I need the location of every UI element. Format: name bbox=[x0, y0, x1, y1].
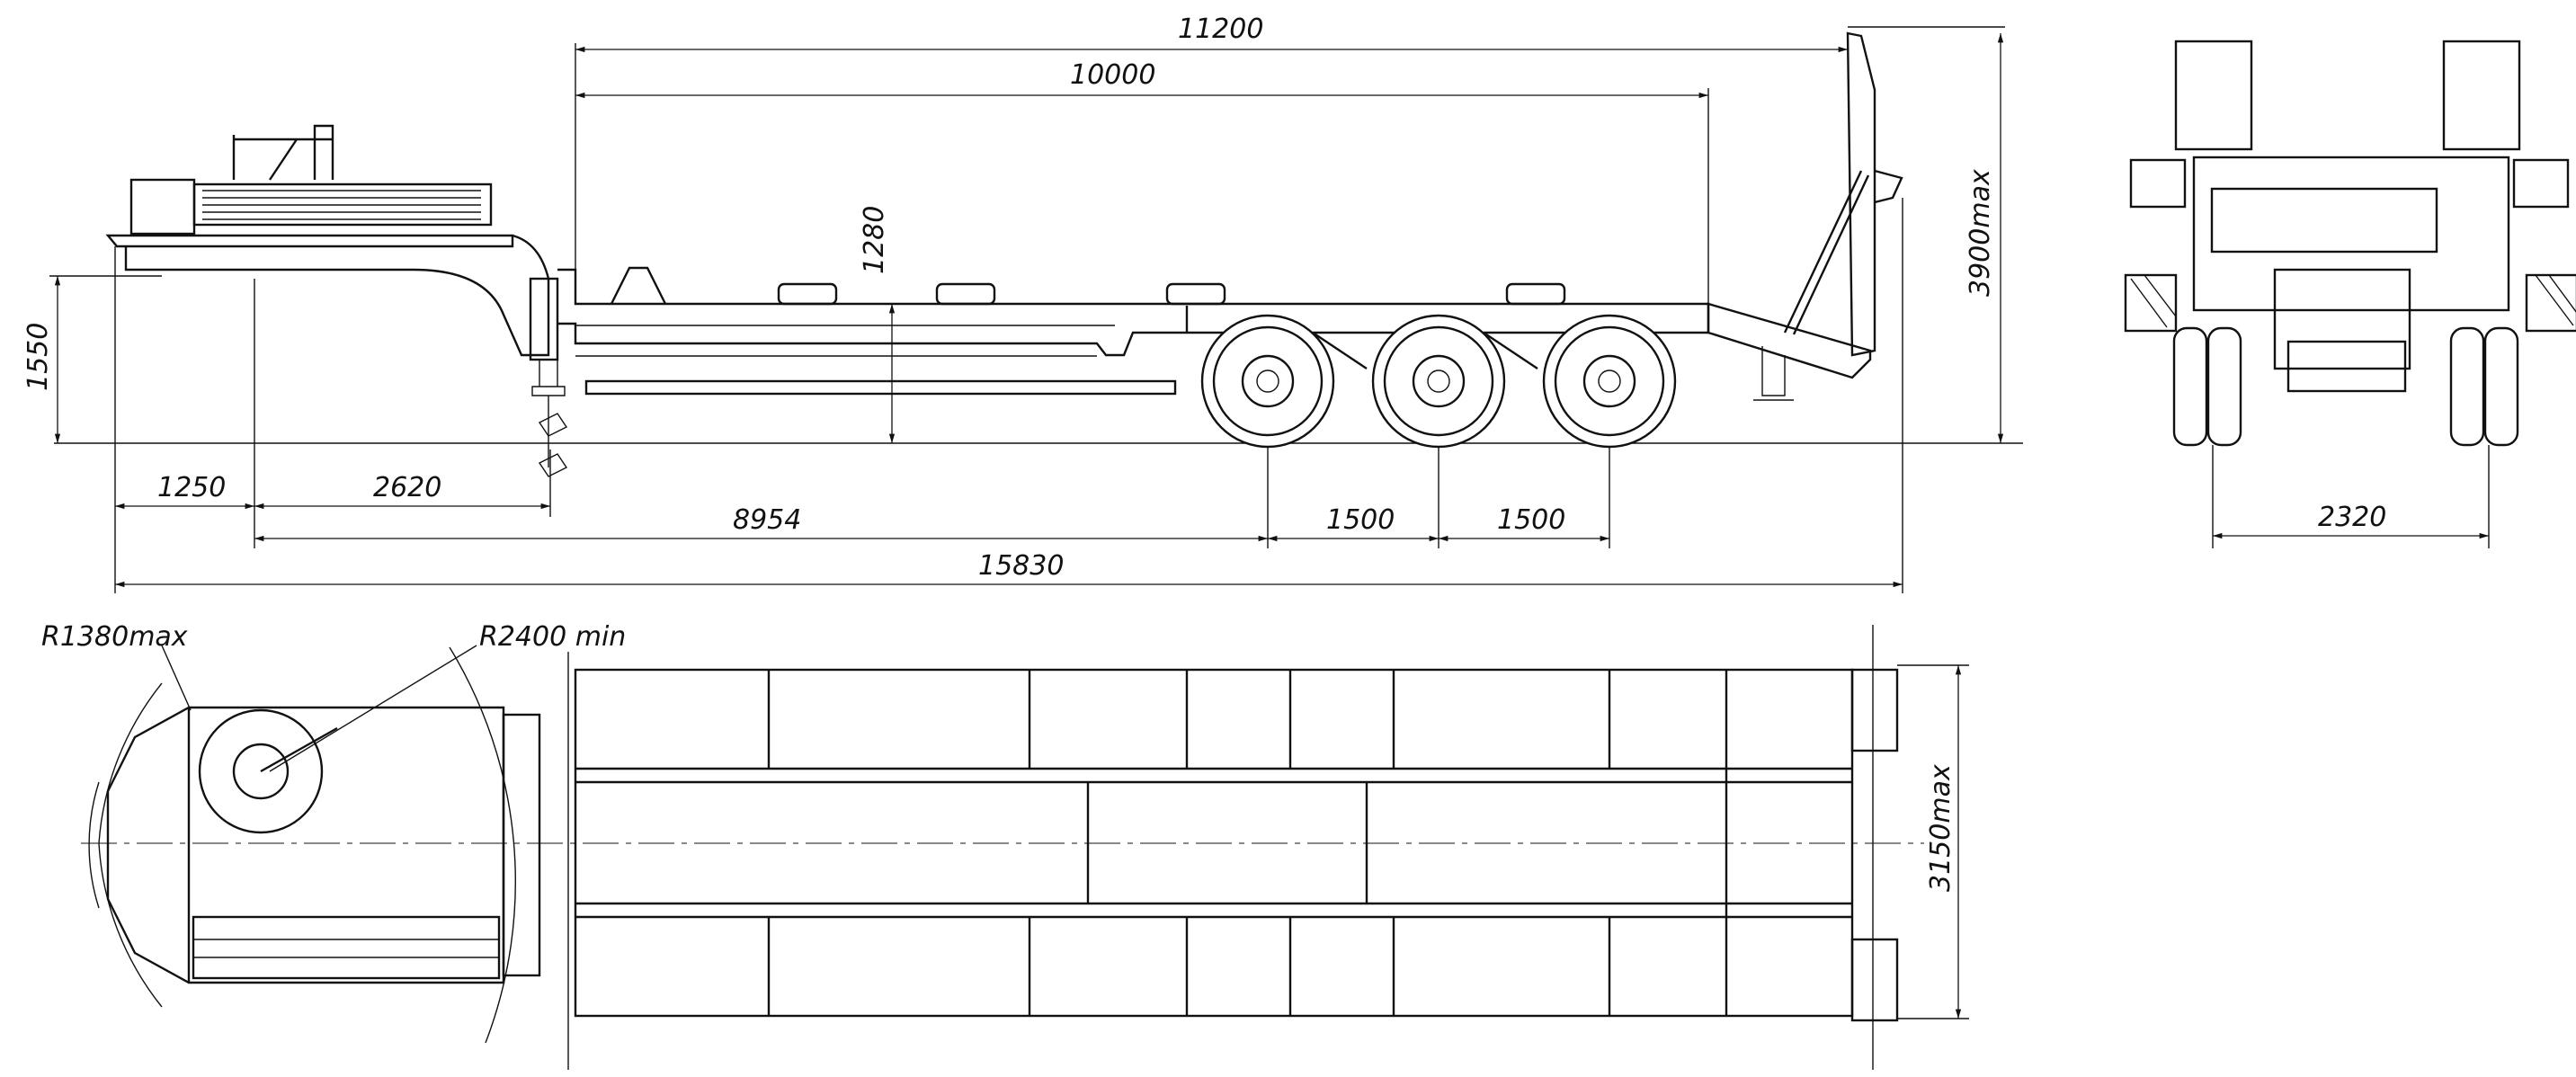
rear-ramp bbox=[1707, 31, 1903, 401]
side-dimensions: 11200 10000 1280 3900max 1550 1250 2620 … bbox=[22, 13, 2005, 593]
dim-1550: 1550 bbox=[22, 323, 54, 391]
dim-1250: 1250 bbox=[157, 472, 226, 503]
wheel bbox=[1371, 314, 1506, 449]
dim-3150max: 3150max bbox=[1925, 764, 1957, 892]
rear-view: 2320 bbox=[2124, 40, 2576, 548]
dim-1500-a: 1500 bbox=[1326, 504, 1395, 536]
dim-2320: 2320 bbox=[2318, 502, 2386, 533]
wheel bbox=[1542, 314, 1677, 449]
deck bbox=[557, 266, 1710, 396]
dim-R1380max: R1380max bbox=[41, 621, 188, 653]
dim-1280: 1280 bbox=[859, 206, 890, 274]
dim-R2400min: R2400 min bbox=[479, 621, 626, 653]
gooseneck bbox=[105, 124, 568, 477]
dim-11200: 11200 bbox=[1178, 13, 1263, 45]
dim-3900max: 3900max bbox=[1965, 169, 1996, 297]
dim-1500-b: 1500 bbox=[1497, 504, 1565, 536]
dim-2620: 2620 bbox=[373, 472, 441, 503]
side-view: 11200 10000 1280 3900max 1550 1250 2620 … bbox=[22, 13, 2023, 593]
top-view: 3150max R1380max R2400 min bbox=[41, 621, 1969, 1070]
axle-group bbox=[1185, 306, 1677, 449]
wheel bbox=[1200, 314, 1335, 449]
dim-8954: 8954 bbox=[733, 504, 801, 536]
dim-15830: 15830 bbox=[978, 550, 1064, 582]
dim-10000: 10000 bbox=[1070, 59, 1155, 91]
